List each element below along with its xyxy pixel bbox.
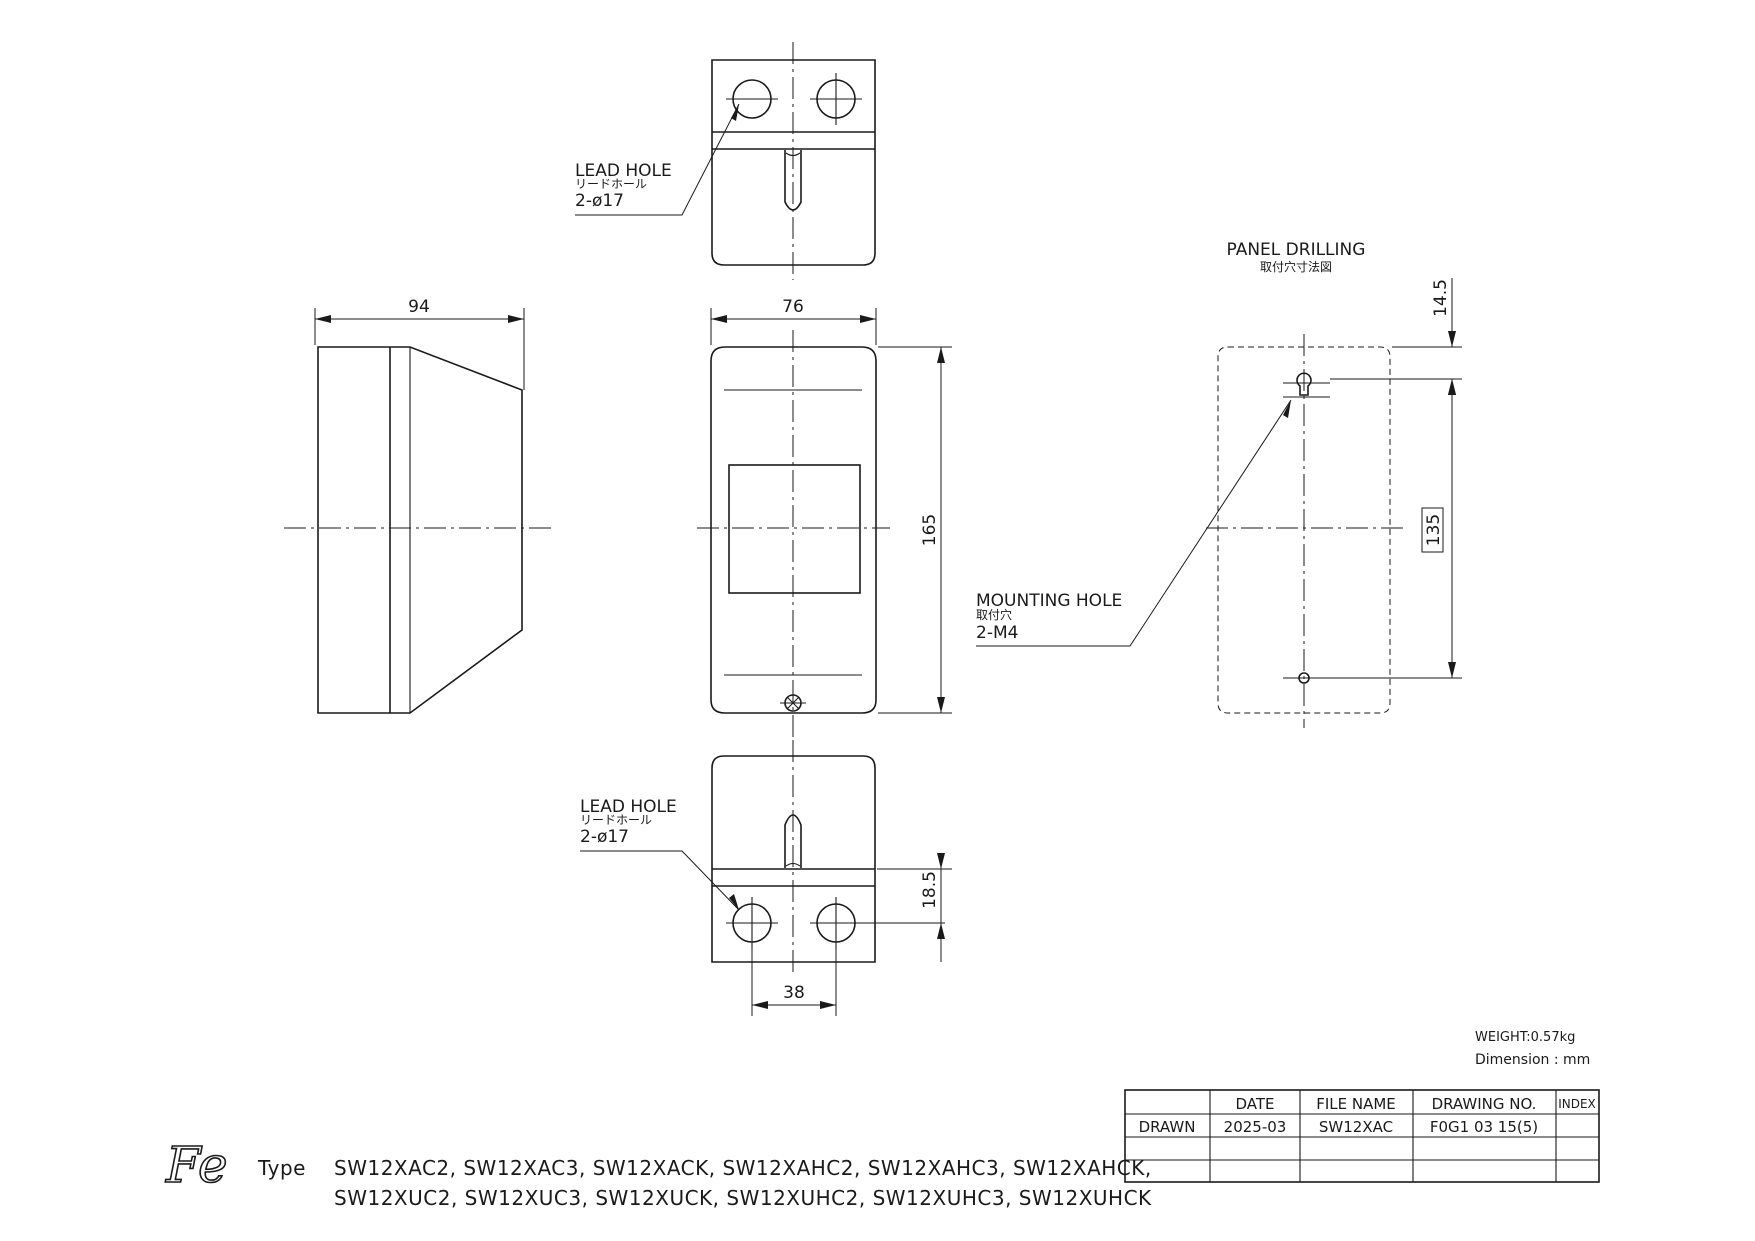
mounting-hole-title: MOUNTING HOLE: [976, 591, 1122, 611]
type-models-line-1: SW12XAC2, SW12XAC3, SW12XACK, SW12XAHC2,…: [334, 1156, 1152, 1180]
weight-label: WEIGHT:0.57kg: [1475, 1030, 1575, 1045]
top-view: [711, 42, 876, 280]
title-block-header-drawing-no: DRAWING NO.: [1432, 1095, 1537, 1113]
front-view: [697, 330, 890, 740]
title-block-cell: F0G1 03 15(5): [1430, 1118, 1538, 1136]
dimension-18-5: 18.5: [877, 853, 952, 962]
title-block-header-date: DATE: [1235, 1095, 1274, 1113]
title-block-cell: DRAWN: [1139, 1118, 1196, 1136]
leader-arrowhead: [729, 894, 739, 910]
fe-logo: Fe: [165, 1136, 228, 1194]
title-block-header-index: INDEX: [1558, 1097, 1596, 1111]
type-models-line-2: SW12XUC2, SW12XUC3, SW12XUCK, SW12XUHC2,…: [334, 1186, 1152, 1210]
dimension-165: 165: [878, 346, 952, 714]
dimension-94: 94: [314, 297, 525, 390]
panel-drilling-view: [1206, 334, 1404, 728]
lead-hole-label-bottom: LEAD HOLE リードホール 2-ø17: [580, 797, 740, 911]
dim-hole-offset: 18.5: [920, 871, 940, 909]
lead-hole-title: LEAD HOLE: [575, 161, 672, 181]
lead-hole-jp: リードホール: [580, 813, 652, 827]
bottom-view: [711, 740, 945, 975]
lead-hole-jp: リードホール: [575, 177, 647, 191]
title-block: DATE FILE NAME DRAWING NO. INDEX DRAWN 2…: [1124, 1089, 1600, 1183]
panel-drilling-title: PANEL DRILLING 取付穴寸法図: [1227, 240, 1366, 274]
dimension-135: 135: [1330, 379, 1462, 679]
lead-hole-spec: 2-ø17: [575, 191, 624, 211]
lead-hole-label-top: LEAD HOLE リードホール 2-ø17: [575, 103, 740, 216]
dimension-14-5: 14.5: [1330, 278, 1462, 395]
panel-drilling-jp: 取付穴寸法図: [1260, 259, 1332, 274]
side-view: [284, 346, 552, 714]
title-block-header-file-name: FILE NAME: [1316, 1095, 1396, 1113]
title-block-cell: SW12XAC: [1319, 1118, 1393, 1136]
dimension-38: 38: [751, 945, 837, 1016]
dim-front-height: 165: [920, 514, 940, 546]
dim-side-depth: 94: [408, 297, 430, 317]
dim-drill-pitch: 135: [1424, 514, 1444, 546]
lead-hole-spec: 2-ø17: [580, 827, 629, 847]
dim-front-width: 76: [782, 297, 804, 317]
title-block-cell: 2025-03: [1224, 1118, 1287, 1136]
leader-arrowhead: [731, 104, 739, 121]
type-list: Type SW12XAC2, SW12XAC3, SW12XACK, SW12X…: [257, 1156, 1152, 1210]
dim-drill-offset: 14.5: [1431, 279, 1451, 317]
dimension-unit-label: Dimension : mm: [1475, 1052, 1590, 1068]
mounting-hole-label: MOUNTING HOLE 取付穴 2-M4: [976, 399, 1292, 647]
type-label: Type: [257, 1156, 306, 1180]
dim-hole-pitch: 38: [783, 983, 805, 1003]
brand-logo: Fe: [164, 1135, 228, 1195]
mounting-hole-jp: 取付穴: [976, 607, 1012, 622]
lead-hole-title: LEAD HOLE: [580, 797, 677, 817]
panel-drilling-heading: PANEL DRILLING: [1227, 240, 1366, 260]
leader-arrowhead: [1283, 400, 1291, 418]
mounting-hole-spec: 2-M4: [976, 623, 1018, 643]
dimension-76: 76: [710, 297, 877, 345]
